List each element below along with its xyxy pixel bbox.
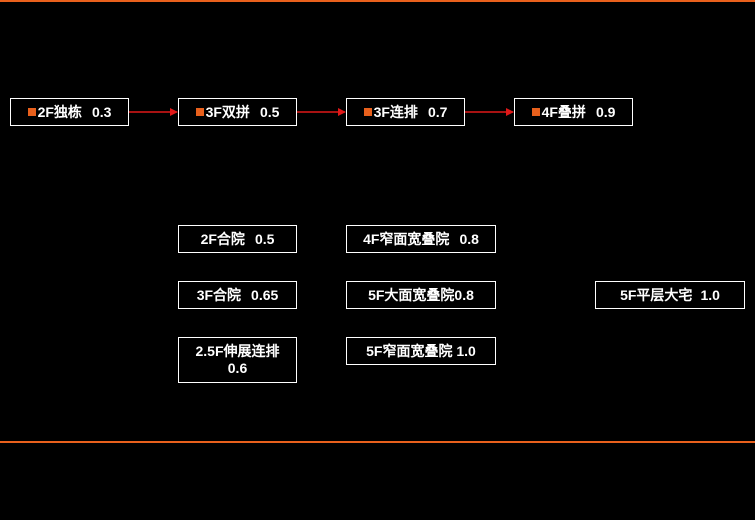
- node-value: 0.8: [459, 230, 479, 247]
- node-value: 0.3: [91, 103, 112, 120]
- node-value: 0.6: [227, 360, 248, 376]
- node-2f-heyuan: 2F合院 0.5: [178, 225, 297, 253]
- node-label: 3F连排: [373, 103, 418, 120]
- node-2f-dudong: 2F独栋 0.3: [10, 98, 129, 126]
- node-5f-pingceng-dazhai: 5F平层大宅 1.0: [595, 281, 745, 309]
- node-4f-zhaimian-dieyuan: 4F窄面宽叠院 0.8: [346, 225, 496, 253]
- node-label: 3F合院: [196, 286, 242, 303]
- node-5f-damian-dieyuan: 5F大面宽叠院0.8: [346, 281, 496, 309]
- node-value: 0.5: [259, 103, 280, 120]
- node-2-5f-shenzhan-lianpai: 2.5F伸展连排 0.6: [178, 337, 297, 383]
- top-divider-line: [0, 0, 755, 2]
- node-label: 2F独栋: [37, 103, 82, 120]
- square-bullet-icon: [531, 108, 540, 116]
- node-label: 4F叠拼: [541, 103, 586, 120]
- node-label: 2F合院: [200, 230, 245, 247]
- node-value: 1.0: [700, 286, 720, 303]
- node-label: 5F平层大宅: [620, 286, 693, 303]
- node-label: 2.5F伸展连排: [195, 343, 280, 359]
- node-label: 3F双拼: [205, 103, 250, 120]
- node-4f-diepin: 4F叠拼 0.9: [514, 98, 633, 126]
- node-3f-heyuan: 3F合院 0.65: [178, 281, 297, 309]
- node-label: 5F大面宽叠院0.8: [368, 286, 474, 303]
- node-value: 0.9: [595, 103, 616, 120]
- square-bullet-icon: [195, 108, 204, 116]
- node-value: 0.5: [254, 230, 275, 247]
- node-3f-lianpai: 3F连排 0.7: [346, 98, 465, 126]
- square-bullet-icon: [27, 108, 36, 116]
- node-value: 0.65: [251, 286, 279, 303]
- square-bullet-icon: [363, 108, 372, 116]
- node-3f-shuangpin: 3F双拼 0.5: [178, 98, 297, 126]
- node-5f-zhaimian-dieyuan: 5F窄面宽叠院 1.0: [346, 337, 496, 365]
- node-value: 0.7: [427, 103, 448, 120]
- bottom-divider-line: [0, 441, 755, 443]
- node-label: 5F窄面宽叠院 1.0: [366, 342, 476, 359]
- node-label: 4F窄面宽叠院: [363, 230, 450, 247]
